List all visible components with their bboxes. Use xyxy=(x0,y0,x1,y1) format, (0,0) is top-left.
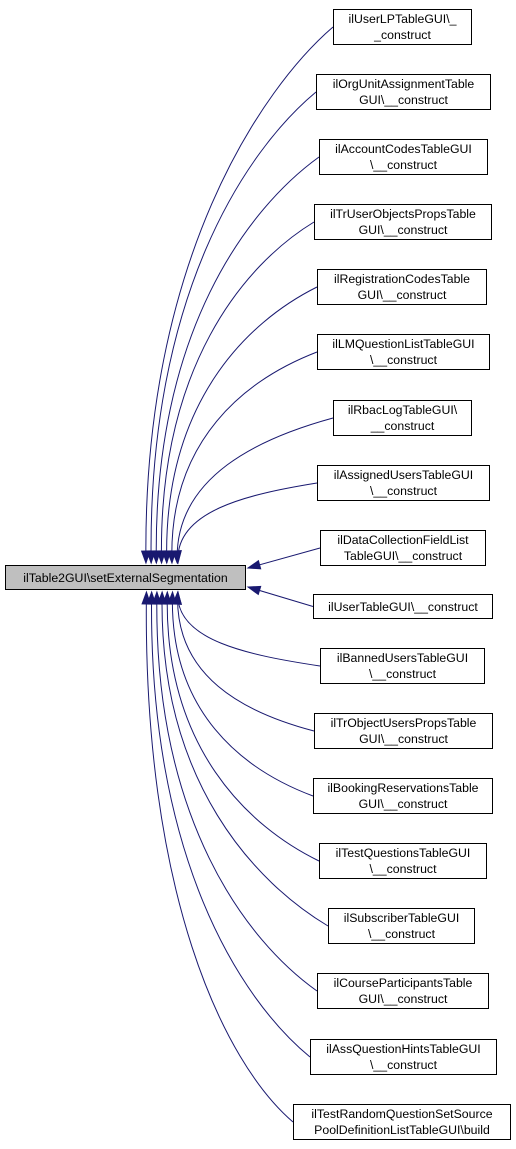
call-edge xyxy=(166,286,318,564)
caller-node-label-line2: _construct xyxy=(374,28,431,42)
caller-node[interactable]: ilTrObjectUsersPropsTable GUI\__construc… xyxy=(314,713,493,749)
caller-node-label-line1: ilTestRandomQuestionSetSource xyxy=(311,1107,493,1121)
caller-node-label-line1: ilTrObjectUsersPropsTable xyxy=(330,716,477,730)
call-edge xyxy=(161,221,315,564)
caller-node[interactable]: ilTestQuestionsTableGUI \__construct xyxy=(319,843,487,879)
focus-node[interactable]: ilTable2GUI\setExternalSegmentation xyxy=(5,565,246,590)
caller-node-label-line1: ilAssQuestionHintsTableGUI xyxy=(326,1042,481,1056)
caller-node-label-line1: ilRegistrationCodesTable xyxy=(333,272,471,286)
caller-node[interactable]: ilUserTableGUI\__construct xyxy=(313,594,493,619)
caller-node-label-line1: ilLMQuestionListTableGUI xyxy=(332,337,475,351)
call-edge xyxy=(177,591,315,732)
caller-node[interactable]: ilSubscriberTableGUI \__construct xyxy=(328,908,475,944)
caller-node[interactable]: ilAssQuestionHintsTableGUI \__construct xyxy=(310,1039,497,1075)
caller-node-label-line1: ilBannedUsersTableGUI xyxy=(336,651,469,665)
caller-node[interactable]: ilTrUserObjectsPropsTable GUI\__construc… xyxy=(314,204,492,240)
caller-node-label-line1: ilRbacLogTableGUI\ xyxy=(347,403,458,417)
caller-node-label-line2: GUI\__construct xyxy=(358,797,448,811)
call-edge xyxy=(151,591,311,1058)
caller-node-label-line1: ilAssignedUsersTableGUI xyxy=(333,468,474,482)
caller-node-label-line2: TableGUI\__construct xyxy=(343,549,463,563)
edge-arrowhead xyxy=(246,559,262,570)
caller-node-label-line1: ilTrUserObjectsPropsTable xyxy=(330,207,476,221)
caller-node[interactable]: ilBookingReservationsTable GUI\__constru… xyxy=(313,778,493,814)
edge-arrowhead xyxy=(141,590,152,605)
caller-node-label-line2: GUI\__construct xyxy=(357,288,447,302)
caller-node-label-line2: PoolDefinitionListTableGUI\build xyxy=(314,1123,490,1137)
call-edge xyxy=(177,591,321,667)
caller-node[interactable]: ilAssignedUsersTableGUI \__construct xyxy=(317,465,490,501)
caller-node[interactable]: ilRegistrationCodesTable GUI\__construct xyxy=(317,269,487,305)
caller-node[interactable]: ilAccountCodesTableGUI \__construct xyxy=(319,139,488,175)
call-edge xyxy=(145,26,334,564)
caller-node-label-line2: \__construct xyxy=(370,1058,437,1072)
caller-node-label-line1: ilTestQuestionsTableGUI xyxy=(335,846,471,860)
caller-node-label-line2: GUI\__construct xyxy=(359,93,448,107)
caller-node[interactable]: ilCourseParticipantsTable GUI\__construc… xyxy=(317,973,489,1009)
caller-node-label-line2: GUI\__construct xyxy=(359,732,448,746)
call-edge xyxy=(150,91,317,564)
caller-node-label-line2: GUI\__construct xyxy=(358,992,448,1006)
caller-node[interactable]: ilRbacLogTableGUI\ __construct xyxy=(333,400,472,436)
caller-node[interactable]: ilBannedUsersTableGUI \__construct xyxy=(320,648,485,684)
call-edge xyxy=(171,351,318,564)
call-edge xyxy=(172,591,314,797)
caller-node-label-line2: \__construct xyxy=(370,484,437,498)
caller-node[interactable]: ilOrgUnitAssignmentTable GUI\__construct xyxy=(316,74,491,110)
caller-node-label-line2: \__construct xyxy=(368,927,435,941)
caller-node-label-line2: __construct xyxy=(370,419,435,433)
caller-node-label-line1: ilAccountCodesTableGUI xyxy=(335,142,472,156)
caller-node-label-line1: ilCourseParticipantsTable xyxy=(333,976,473,990)
edge-arrowhead xyxy=(172,550,182,565)
caller-node-label-line2: GUI\__construct xyxy=(358,223,448,237)
caller-node-label-line1: ilDataCollectionFieldList xyxy=(337,533,469,547)
caller-node[interactable]: ilDataCollectionFieldList TableGUI\__con… xyxy=(320,530,486,566)
caller-node-label-line2: \__construct xyxy=(370,158,437,172)
caller-node-label-line2: \__construct xyxy=(370,353,437,367)
call-edge xyxy=(177,482,318,564)
caller-node-label-line1: ilOrgUnitAssignmentTable xyxy=(332,77,475,91)
caller-node-label-line2: \__construct xyxy=(369,667,436,681)
caller-node[interactable]: ilUserLPTableGUI\_ _construct xyxy=(333,9,472,45)
focus-node-label: ilTable2GUI\setExternalSegmentation xyxy=(23,570,228,585)
call-edge xyxy=(176,417,334,564)
caller-node-label-line2: \__construct xyxy=(369,862,437,876)
caller-node-label-line1: ilUserLPTableGUI\_ xyxy=(348,12,457,26)
edge-arrowhead xyxy=(246,585,262,596)
caller-node-label-line1: ilUserTableGUI\__construct xyxy=(328,599,478,614)
caller-node[interactable]: ilTestRandomQuestionSetSource PoolDefini… xyxy=(293,1104,511,1140)
caller-node-label-line1: ilBookingReservationsTable xyxy=(327,781,479,795)
call-edge xyxy=(161,591,329,927)
caller-node[interactable]: ilLMQuestionListTableGUI \__construct xyxy=(317,334,490,370)
caller-node-label-line1: ilSubscriberTableGUI xyxy=(343,911,460,925)
call-edge xyxy=(166,591,320,862)
call-edge xyxy=(155,156,320,564)
call-edge xyxy=(156,591,318,992)
call-edge xyxy=(145,591,294,1123)
